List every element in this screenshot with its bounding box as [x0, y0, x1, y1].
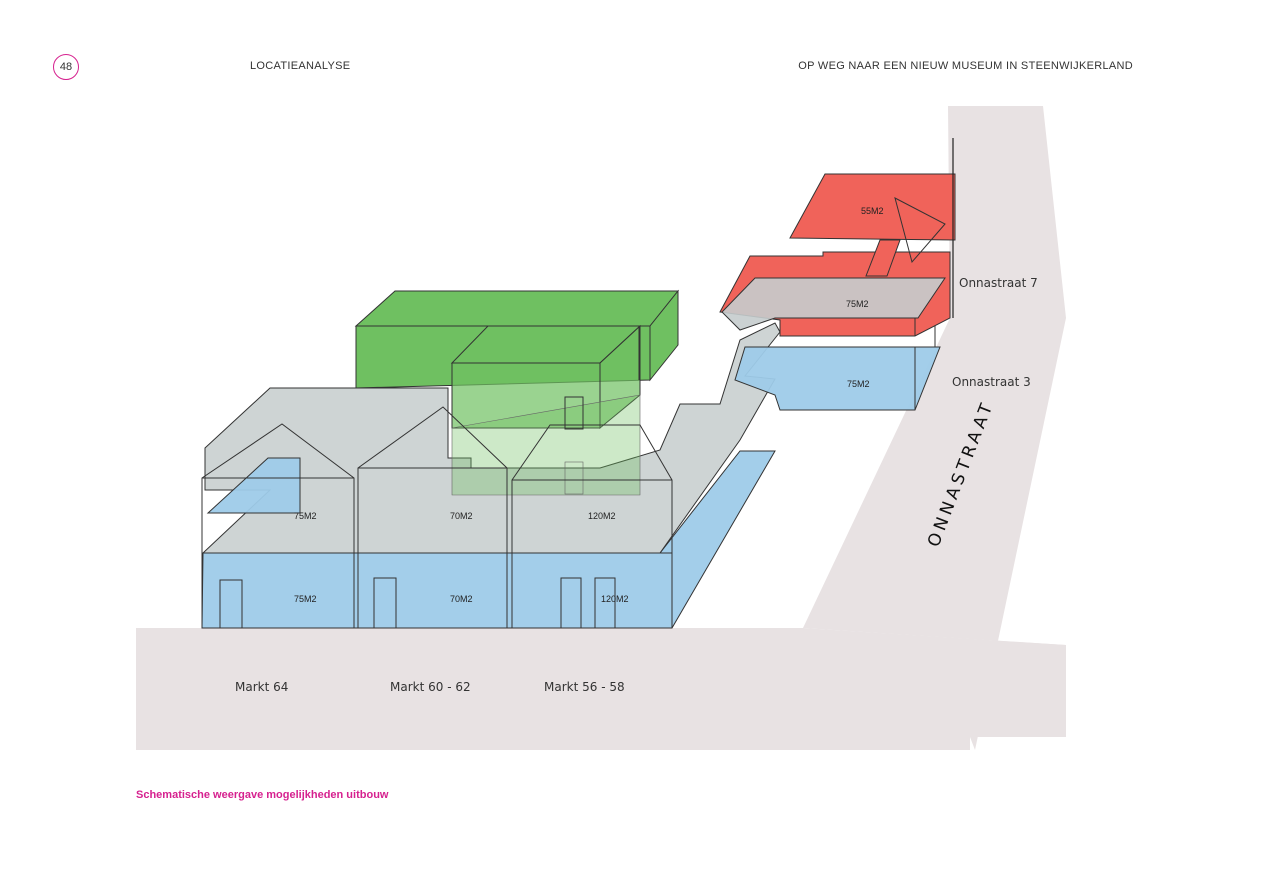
connector-red — [865, 239, 901, 277]
street-markt — [136, 628, 1066, 750]
area-label-markt60-ground: 70M2 — [450, 594, 473, 604]
first-floor-markt64 — [206, 457, 301, 514]
door-markt56-b — [594, 577, 616, 629]
green-volume-top — [354, 290, 680, 327]
figure-caption: Schematische weergave mogelijkheden uitb… — [136, 789, 389, 801]
area-label-red-grey: 75M2 — [846, 299, 869, 309]
roof-triangle — [894, 197, 946, 264]
green-volume-side — [649, 289, 679, 382]
page-number: 48 — [53, 54, 79, 80]
floor-onnastraat7-grey — [721, 277, 946, 331]
area-label-markt56-ground: 120M2 — [601, 594, 629, 604]
section-title: LOCATIEANALYSE — [250, 60, 351, 72]
area-label-markt64-ground: 75M2 — [294, 594, 317, 604]
address-markt56: Markt 56 - 58 — [544, 680, 625, 694]
area-label-markt56-upper: 120M2 — [588, 511, 616, 521]
green-annex-lower — [451, 394, 641, 496]
address-onnastraat7: Onnastraat 7 — [959, 276, 1038, 290]
address-markt64: Markt 64 — [235, 680, 288, 694]
green-annex-door-ghost — [564, 461, 584, 495]
house-outlines — [201, 406, 673, 629]
door-markt56-a — [560, 577, 582, 629]
first-floor-connector — [201, 322, 781, 554]
floor-onnastraat3 — [734, 346, 941, 411]
door-markt64 — [219, 579, 243, 629]
area-label-markt60-upper: 70M2 — [450, 511, 473, 521]
area-label-onnastraat3: 75M2 — [847, 379, 870, 389]
green-annex-door — [564, 396, 584, 430]
address-onnastraat3: Onnastraat 3 — [952, 375, 1031, 389]
area-label-markt64-upper: 75M2 — [294, 511, 317, 521]
floor-top-red — [789, 173, 956, 241]
area-label-red-top: 55M2 — [861, 206, 884, 216]
door-markt60 — [373, 577, 397, 629]
document-title: OP WEG NAAR EEN NIEUW MUSEUM IN STEENWIJ… — [798, 60, 1133, 72]
address-markt60: Markt 60 - 62 — [390, 680, 471, 694]
street-onnastraat — [803, 106, 1066, 750]
